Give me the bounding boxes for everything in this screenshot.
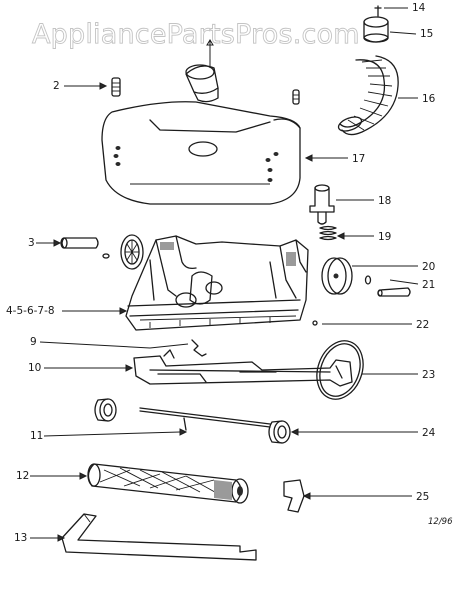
part-bumper-13	[30, 513, 257, 561]
part-hood-17	[101, 101, 348, 205]
label-17: 17	[352, 153, 365, 165]
label-23: 23	[422, 369, 435, 381]
label-22: 22	[416, 319, 429, 331]
part-stem-18	[309, 184, 374, 225]
callout-labels: 2 3 4-5-6-7-8 9 10 11 12 13 14 15 16 17 …	[6, 2, 453, 544]
label-25: 25	[416, 491, 429, 503]
label-24: 24	[422, 427, 436, 439]
part-shaft-21	[364, 275, 419, 297]
label-19: 19	[378, 231, 391, 243]
part-clip-9	[39, 339, 207, 357]
label-3: 3	[28, 237, 35, 249]
label-11: 11	[30, 430, 43, 442]
label-4-5-6-7-8: 4-5-6-7-8	[6, 305, 55, 317]
part-bottom-plate-10	[44, 349, 353, 387]
part-end-cap-left	[94, 398, 117, 422]
label-13: 13	[14, 532, 27, 544]
label-2: 2	[53, 80, 60, 92]
watermark-text: AppliancePartsPros.com	[32, 19, 360, 50]
part-base-housing	[62, 235, 309, 331]
part-wheel-left	[120, 234, 144, 270]
part-brush-roll-12	[30, 463, 249, 504]
part-belt-23	[316, 340, 418, 400]
label-12: 12	[16, 470, 29, 482]
part-end-cap-24	[268, 420, 418, 444]
label-16: 16	[422, 93, 436, 105]
part-axle-3	[36, 237, 110, 259]
label-15: 15	[420, 28, 433, 40]
part-bracket-25	[283, 479, 412, 513]
label-10: 10	[28, 362, 41, 374]
part-screw-22	[312, 320, 412, 326]
label-9: 9	[30, 336, 37, 348]
label-21: 21	[422, 279, 435, 291]
label-14: 14	[412, 2, 426, 14]
part-clip-14	[374, 5, 408, 17]
label-18: 18	[378, 195, 391, 207]
part-swivel-15	[363, 16, 417, 43]
part-swivel-neck	[185, 39, 219, 103]
part-screw-small	[292, 89, 300, 105]
label-20: 20	[422, 261, 435, 273]
part-screw-2	[64, 77, 121, 97]
part-spring-19	[319, 225, 374, 241]
part-shaft-rod-11	[43, 407, 271, 437]
date-code: 12/96	[428, 517, 453, 527]
part-pulley-20	[321, 257, 418, 295]
part-hose-16	[337, 55, 418, 136]
